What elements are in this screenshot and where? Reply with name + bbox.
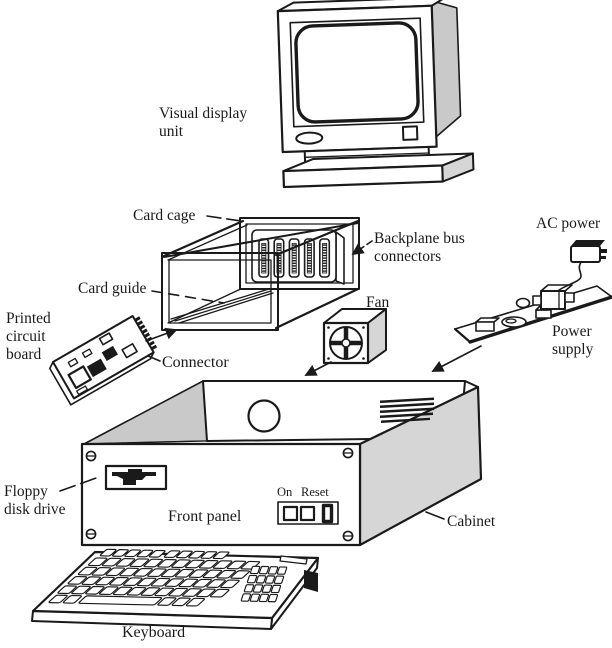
fan-drawing [322, 308, 387, 365]
on-reset-switches-drawing [277, 501, 339, 525]
label-keyboard: Keyboard [122, 624, 186, 641]
label-switch-on: On [277, 485, 293, 499]
label-power-supply: Power supply [552, 323, 594, 358]
label-fan: Fan [366, 294, 390, 311]
label-floppy-disk-drive: Floppy disk drive [4, 483, 66, 518]
reset-switch [321, 503, 334, 524]
label-card-guide: Card guide [78, 280, 147, 297]
transformer-drawing [532, 284, 575, 310]
screw-icon [85, 447, 354, 542]
label-visual-display-unit: Visual display unit [159, 105, 248, 140]
label-connector: Connector [162, 354, 229, 371]
label-card-cage: Card cage [133, 207, 196, 224]
on-switch [282, 505, 299, 522]
ac-power-plug-drawing [557, 240, 607, 292]
label-ac-power: AC power [536, 215, 601, 232]
label-printed-circuit-board: Printed circuit board [6, 310, 51, 363]
floppy-disk-drive-drawing [104, 464, 168, 491]
cabinet-drawing [80, 380, 483, 547]
label-cabinet: Cabinet [447, 513, 496, 530]
front-panel-face [80, 442, 362, 547]
visual-display-unit-drawing [276, 0, 475, 189]
power-supply-drawing [453, 284, 612, 344]
printed-circuit-board-drawing [49, 315, 158, 406]
label-pointers [59, 215, 445, 520]
vent-slots-drawing [380, 397, 434, 423]
power-switch [299, 505, 316, 522]
label-backplane-bus-connectors: Backplane bus connectors [374, 230, 465, 265]
label-front-panel: Front panel [168, 508, 242, 525]
fan-hole [247, 399, 281, 433]
card-cage-drawing [161, 217, 360, 331]
assembly-arrows [145, 327, 482, 376]
label-switch-reset: Reset [301, 485, 329, 499]
keyboard-drawing [31, 549, 320, 630]
